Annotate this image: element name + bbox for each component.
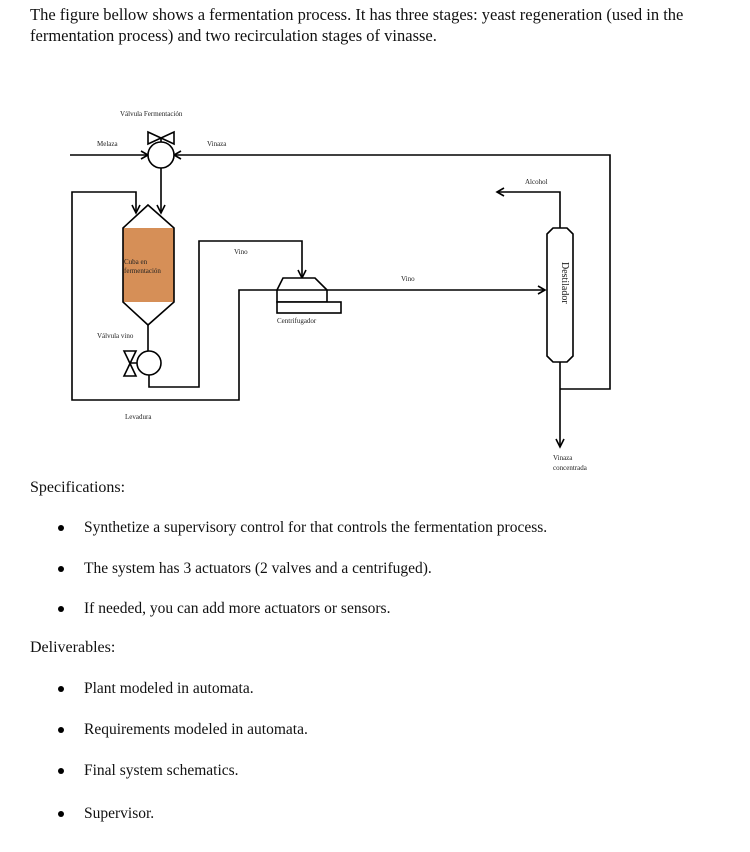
list-item-text: Supervisor.	[84, 805, 155, 822]
valve-wine-label: Válvula vino	[97, 332, 134, 340]
wine-line	[148, 240, 303, 388]
fermentation-valve-actuator-icon	[147, 130, 175, 146]
list-item: Plant modeled in automata.	[58, 680, 254, 698]
list-item: Final system schematics.	[58, 762, 239, 780]
deliverables-heading: Deliverables:	[30, 639, 116, 656]
list-item: Supervisor.	[58, 805, 154, 823]
list-item-text: Final system schematics.	[84, 762, 239, 779]
list-item-text: If needed, you can add more actuators or…	[84, 600, 391, 617]
list-item: Requirements modeled in automata.	[58, 721, 308, 739]
centrifuge-label: Centrifugador	[277, 317, 317, 325]
list-item-text: Requirements modeled in automata.	[84, 721, 308, 738]
list-item-text: Synthetize a supervisory control for tha…	[84, 519, 548, 536]
wine-valve-body	[136, 350, 162, 376]
alcohol-label: Alcohol	[525, 178, 548, 186]
intro-paragraph: The figure bellow shows a fermentation p…	[30, 5, 684, 45]
list-item: If needed, you can add more actuators or…	[58, 600, 390, 618]
vino-label: Vino	[401, 275, 415, 283]
bullet-icon	[58, 566, 64, 572]
melaza-label: Melaza	[97, 140, 118, 148]
specifications-heading: Specifications:	[30, 479, 126, 496]
bullet-icon	[58, 686, 64, 692]
vinaza-concentrada-label: Vinaza	[553, 454, 573, 462]
vinaza-label: Vinaza	[207, 140, 227, 148]
wine-valve-actuator-icon	[122, 350, 138, 377]
list-item-text: The system has 3 actuators (2 valves and…	[84, 560, 432, 577]
fermentation-tank-fill	[123, 228, 174, 302]
bullet-icon	[58, 525, 64, 531]
bullet-icon	[58, 727, 64, 733]
bullet-icon	[58, 768, 64, 774]
tank-label: Cuba en	[124, 258, 148, 266]
distiller	[546, 227, 574, 363]
bullet-icon	[58, 811, 64, 817]
vinaza-recirculation-line	[174, 154, 611, 390]
tank-label: fermentación	[124, 267, 161, 275]
list-item-text: Plant modeled in automata.	[84, 680, 254, 697]
alcohol-line	[497, 191, 561, 228]
bullet-icon	[58, 606, 64, 612]
levadura-label: Levadura	[125, 413, 152, 421]
list-item: The system has 3 actuators (2 valves and…	[58, 560, 432, 578]
valve-fermentation-label: Válvula Fermentación	[120, 110, 183, 118]
fermentation-valve-body	[147, 141, 175, 169]
yeast-recirculation-line	[71, 191, 545, 401]
list-item: Synthetize a supervisory control for tha…	[58, 519, 547, 537]
vinaza-concentrada-label: concentrada	[553, 464, 588, 472]
vino-label: Vino	[234, 248, 248, 256]
distiller-label: Destilador	[559, 262, 570, 304]
fermentation-diagram: Válvula Fermentación Melaza Vinaza Cuba …	[70, 110, 611, 472]
